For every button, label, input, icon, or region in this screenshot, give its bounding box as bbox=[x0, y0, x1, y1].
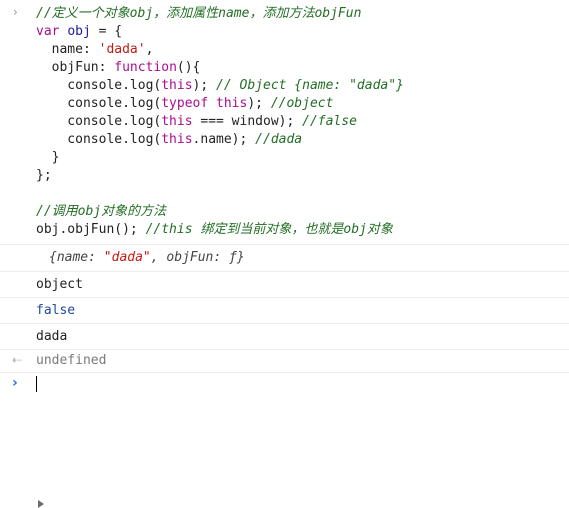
code-token: function bbox=[114, 60, 177, 75]
divider bbox=[0, 323, 569, 324]
code-line: console.log(this === window); //false bbox=[36, 113, 404, 131]
code-token: obj.objFun(); bbox=[36, 222, 146, 237]
code-token: this bbox=[161, 78, 193, 93]
code-token: //调用obj对象的方法 bbox=[36, 204, 167, 219]
code-token: console.log( bbox=[36, 96, 162, 111]
text-caret bbox=[36, 376, 37, 392]
code-token: //dada bbox=[255, 132, 303, 147]
code-line: obj.objFun(); //this 绑定到当前对象，也就是obj对象 bbox=[36, 221, 404, 239]
code-token: = { bbox=[90, 24, 123, 39]
code-token: (){ bbox=[176, 60, 201, 75]
code-token: typeof this bbox=[161, 96, 248, 111]
code-line: //定义一个对象obj，添加属性name，添加方法objFun bbox=[36, 5, 404, 23]
code-token: var bbox=[36, 24, 68, 39]
log-text-false: false bbox=[36, 303, 76, 318]
code-line: console.log(typeof this); //object bbox=[36, 95, 404, 113]
console-prompt-input[interactable] bbox=[0, 373, 569, 402]
return-value-row: undefined bbox=[0, 350, 569, 372]
chevron-right-icon: › bbox=[13, 5, 18, 19]
code-token: name: bbox=[36, 42, 99, 57]
code-token: ); bbox=[247, 96, 271, 111]
brace-close: } bbox=[236, 250, 245, 265]
brace-open: { bbox=[49, 250, 57, 265]
code-line: //调用obj对象的方法 bbox=[36, 203, 404, 221]
code-token: } bbox=[36, 150, 60, 165]
code-token: , bbox=[145, 42, 154, 57]
log-row: dada bbox=[0, 324, 569, 349]
divider bbox=[0, 244, 569, 245]
return-value: undefined bbox=[36, 353, 107, 368]
code-token: //定义一个对象obj，添加属性name，添加方法objFun bbox=[36, 6, 362, 21]
code-token: //object bbox=[270, 96, 334, 111]
code-line: }; bbox=[36, 167, 404, 185]
code-token: console.log( bbox=[36, 78, 162, 93]
divider bbox=[0, 372, 569, 373]
code-token: obj bbox=[67, 24, 91, 39]
function-glyph: ƒ bbox=[229, 250, 237, 265]
expand-triangle-icon[interactable] bbox=[38, 500, 44, 508]
code-token: // Object {name: "dada"} bbox=[216, 78, 404, 93]
obj-key-fn: , objFun: bbox=[150, 250, 230, 265]
code-token: console.log( bbox=[36, 114, 162, 129]
obj-val-name: "dada" bbox=[103, 250, 151, 265]
log-text-dada: dada bbox=[36, 329, 68, 344]
log-row: object bbox=[0, 272, 569, 297]
code-line: console.log(this); // Object {name: "dad… bbox=[36, 77, 404, 95]
code-token: this bbox=[161, 114, 193, 129]
code-token: ); bbox=[192, 78, 217, 93]
log-row-object[interactable]: {name: "dada", objFun: ƒ} bbox=[0, 245, 569, 508]
code-token: objFun: bbox=[36, 60, 115, 75]
prompt-chevron-icon: › bbox=[12, 375, 18, 391]
object-preview[interactable]: {name: "dada", objFun: ƒ} bbox=[49, 250, 245, 265]
divider bbox=[0, 297, 569, 298]
code-token: .name); bbox=[192, 132, 256, 147]
console-input-entry: › //定义一个对象obj，添加属性name，添加方法objFun var obj… bbox=[0, 0, 569, 244]
divider bbox=[0, 271, 569, 272]
code-token: 'dada' bbox=[98, 42, 146, 57]
code-token: this bbox=[161, 132, 193, 147]
log-row: false bbox=[0, 298, 569, 323]
code-token: console.log( bbox=[36, 132, 162, 147]
obj-key-name: name: bbox=[56, 250, 104, 265]
code-line bbox=[36, 185, 404, 203]
code-line: var obj = { bbox=[36, 23, 404, 41]
code-line: } bbox=[36, 149, 404, 167]
return-arrow-icon: ⇠ bbox=[12, 353, 23, 367]
divider bbox=[0, 349, 569, 350]
code-token: }; bbox=[36, 168, 52, 183]
code-line: name: 'dada', bbox=[36, 41, 404, 59]
code-line: objFun: function(){ bbox=[36, 59, 404, 77]
code-block[interactable]: //定义一个对象obj，添加属性name，添加方法objFun var obj =… bbox=[36, 5, 404, 239]
code-token: === window); bbox=[192, 114, 303, 129]
log-text-object: object bbox=[36, 277, 83, 292]
code-token: //this 绑定到当前对象，也就是obj对象 bbox=[145, 222, 393, 237]
code-token: //false bbox=[302, 114, 357, 129]
code-line: console.log(this.name); //dada bbox=[36, 131, 404, 149]
